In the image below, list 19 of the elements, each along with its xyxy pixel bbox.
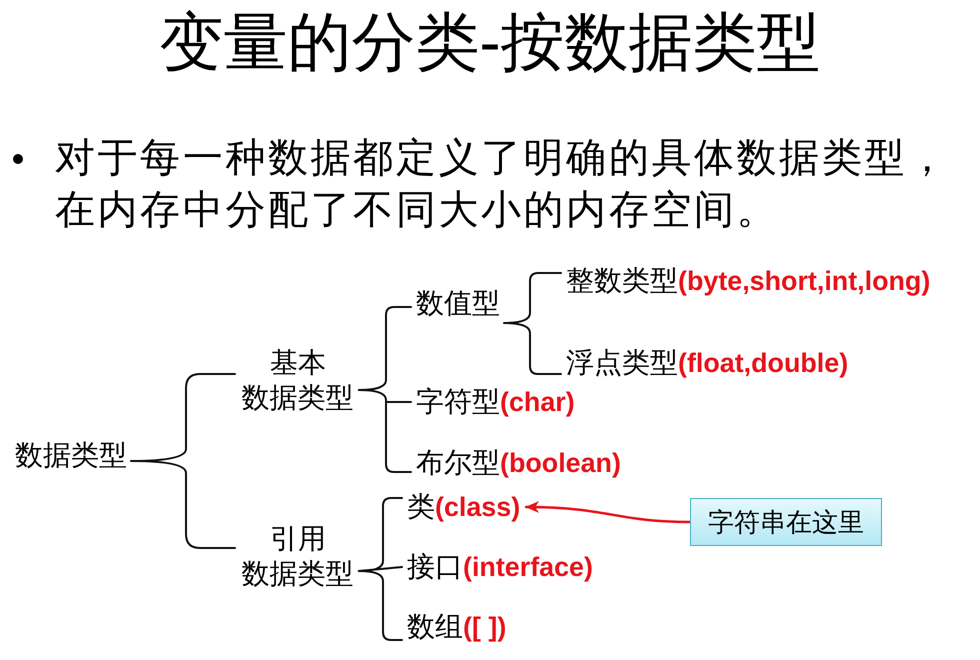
- category-label: 基本数据类型: [240, 345, 355, 415]
- category-label: 数据类型: [15, 438, 127, 472]
- title: 变量的分类-按数据类型: [158, 5, 822, 80]
- curly-brace: [503, 272, 562, 375]
- arrow: [524, 501, 692, 524]
- category-label: 浮点类型(float,double): [566, 345, 848, 381]
- curly-brace: [130, 373, 236, 549]
- bullet-text: 对于每一种数据都定义了明确的具体数据类型，在内存中分配了不同大小的内存空间。: [55, 135, 951, 234]
- category-label: 布尔型(boolean): [416, 445, 621, 481]
- curly-brace: [358, 497, 403, 641]
- category-label: 整数类型(byte,short,int,long): [566, 263, 930, 299]
- callout-box: 字符串在这里: [690, 498, 882, 546]
- category-label: 数组([ ]): [407, 609, 506, 645]
- category-label: 引用数据类型: [240, 521, 355, 591]
- category-label: 类(class): [407, 489, 520, 525]
- category-label: 接口(interface): [407, 549, 593, 585]
- category-label: 数值型: [416, 286, 500, 320]
- category-label: 字符型(char): [416, 384, 575, 420]
- curly-brace: [358, 306, 412, 473]
